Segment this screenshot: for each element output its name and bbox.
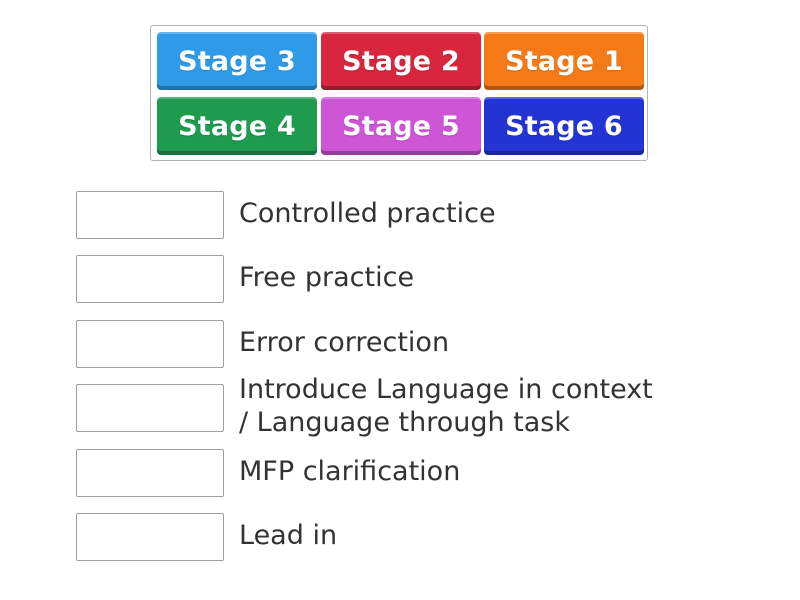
row-label: Lead in [239,520,338,551]
stage-tile[interactable]: Stage 6 [484,97,644,155]
row-label: MFP clarification [239,456,461,487]
row-label: Introduce Language in context / Language… [239,374,653,438]
match-row: Error correction [76,320,716,370]
stage-tile[interactable]: Stage 2 [321,32,481,90]
row-label: Free practice [239,262,415,293]
answer-drop-box[interactable] [76,320,224,368]
stage-tile[interactable]: Stage 3 [157,32,317,90]
match-row: Free practice [76,255,716,305]
row-label: Error correction [239,327,450,358]
tile-bank: Stage 3 Stage 2 Stage 1 Stage 4 Stage 5 … [150,25,648,161]
match-row: MFP clarification [76,449,716,499]
stage-tile[interactable]: Stage 1 [484,32,644,90]
match-row: Lead in [76,513,716,563]
match-row: Introduce Language in context / Language… [76,374,716,438]
match-row: Controlled practice [76,191,716,241]
answer-drop-box[interactable] [76,384,224,432]
stage-tile[interactable]: Stage 5 [321,97,481,155]
answer-drop-box[interactable] [76,449,224,497]
answer-drop-box[interactable] [76,513,224,561]
answer-drop-box[interactable] [76,191,224,239]
answer-drop-box[interactable] [76,255,224,303]
stage-tile[interactable]: Stage 4 [157,97,317,155]
row-label: Controlled practice [239,198,496,229]
